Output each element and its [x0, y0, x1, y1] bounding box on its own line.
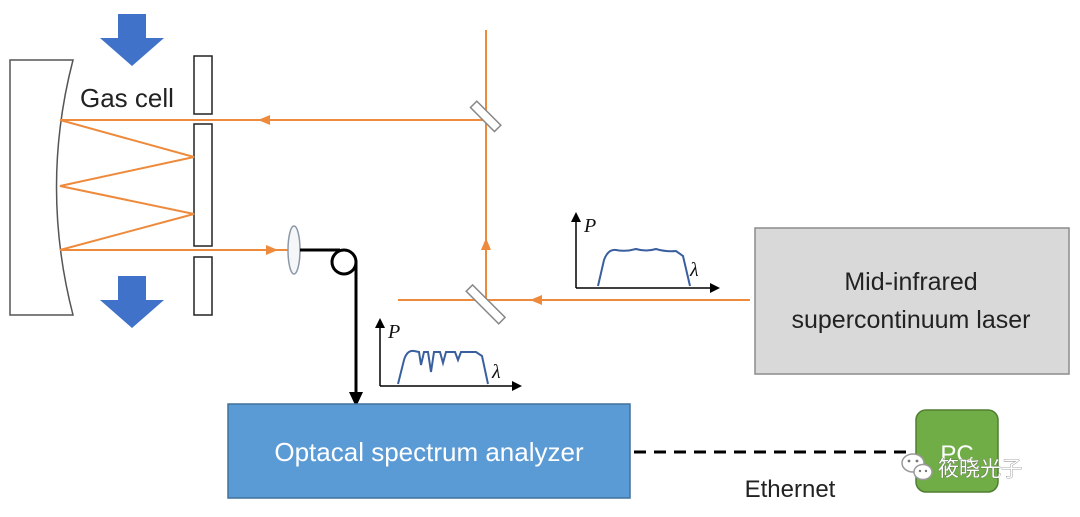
beam-paths — [59, 30, 750, 301]
output-spectrum-lambda-label: λ — [491, 361, 501, 383]
lower-beam-splitter — [465, 283, 507, 325]
spectrum-analyzer-label: Optacal spectrum analyzer — [274, 437, 584, 467]
beam-zigzag — [59, 119, 195, 251]
ethernet-label: Ethernet — [745, 476, 836, 503]
input-spectrum-p-arrow — [571, 212, 581, 222]
beam-arrow-left-top — [258, 115, 270, 125]
input-spectrum-curve — [597, 247, 691, 287]
watermark: 筱晓光子 — [901, 453, 1022, 481]
output-spectrum-axes — [379, 322, 518, 387]
gas-cell-window-bottom — [193, 256, 213, 316]
upper-beam-splitter — [469, 100, 502, 133]
fiber-coupler-loop — [330, 248, 358, 276]
curved-mirror — [9, 59, 74, 316]
input-spectrum-lambda-label: λ — [689, 259, 699, 281]
gas-cell-window-middle — [193, 123, 213, 247]
spectrum-analyzer-box — [227, 403, 631, 499]
input-spectrum-lambda-arrow — [710, 283, 720, 293]
pc-box — [915, 409, 999, 493]
output-spectrum-p-label: P — [387, 321, 400, 343]
input-spectrum-p-label: P — [583, 215, 596, 237]
gas-flow-in-arrow — [100, 14, 164, 66]
laser-label-line2: supercontinuum laser — [791, 306, 1030, 334]
output-spectrum-curve — [397, 349, 489, 385]
wechat-icon — [901, 453, 933, 481]
gas-cell-label: Gas cell — [80, 83, 174, 113]
input-spectrum-inset: P λ — [571, 212, 720, 293]
laser-box — [754, 227, 1070, 375]
fiber-arrow-down — [349, 392, 363, 407]
gas-flow-out-arrow — [100, 276, 164, 328]
output-spectrum-lambda-arrow — [512, 381, 522, 391]
output-spectrum-p-arrow — [375, 318, 385, 328]
beam-arrow-left-input — [530, 295, 542, 305]
output-spectrum-inset: P λ — [375, 318, 522, 391]
watermark-text: 筱晓光子 — [938, 457, 1022, 481]
gas-cell-window-top — [193, 55, 213, 115]
laser-label-line1: Mid-infrared — [844, 268, 977, 296]
focusing-lens — [287, 225, 301, 275]
optical-fiber — [300, 248, 358, 395]
pc-label: PC — [940, 441, 973, 468]
input-spectrum-axes — [575, 216, 716, 289]
beam-arrow-up — [481, 238, 491, 250]
beam-arrow-right-output — [266, 245, 278, 255]
